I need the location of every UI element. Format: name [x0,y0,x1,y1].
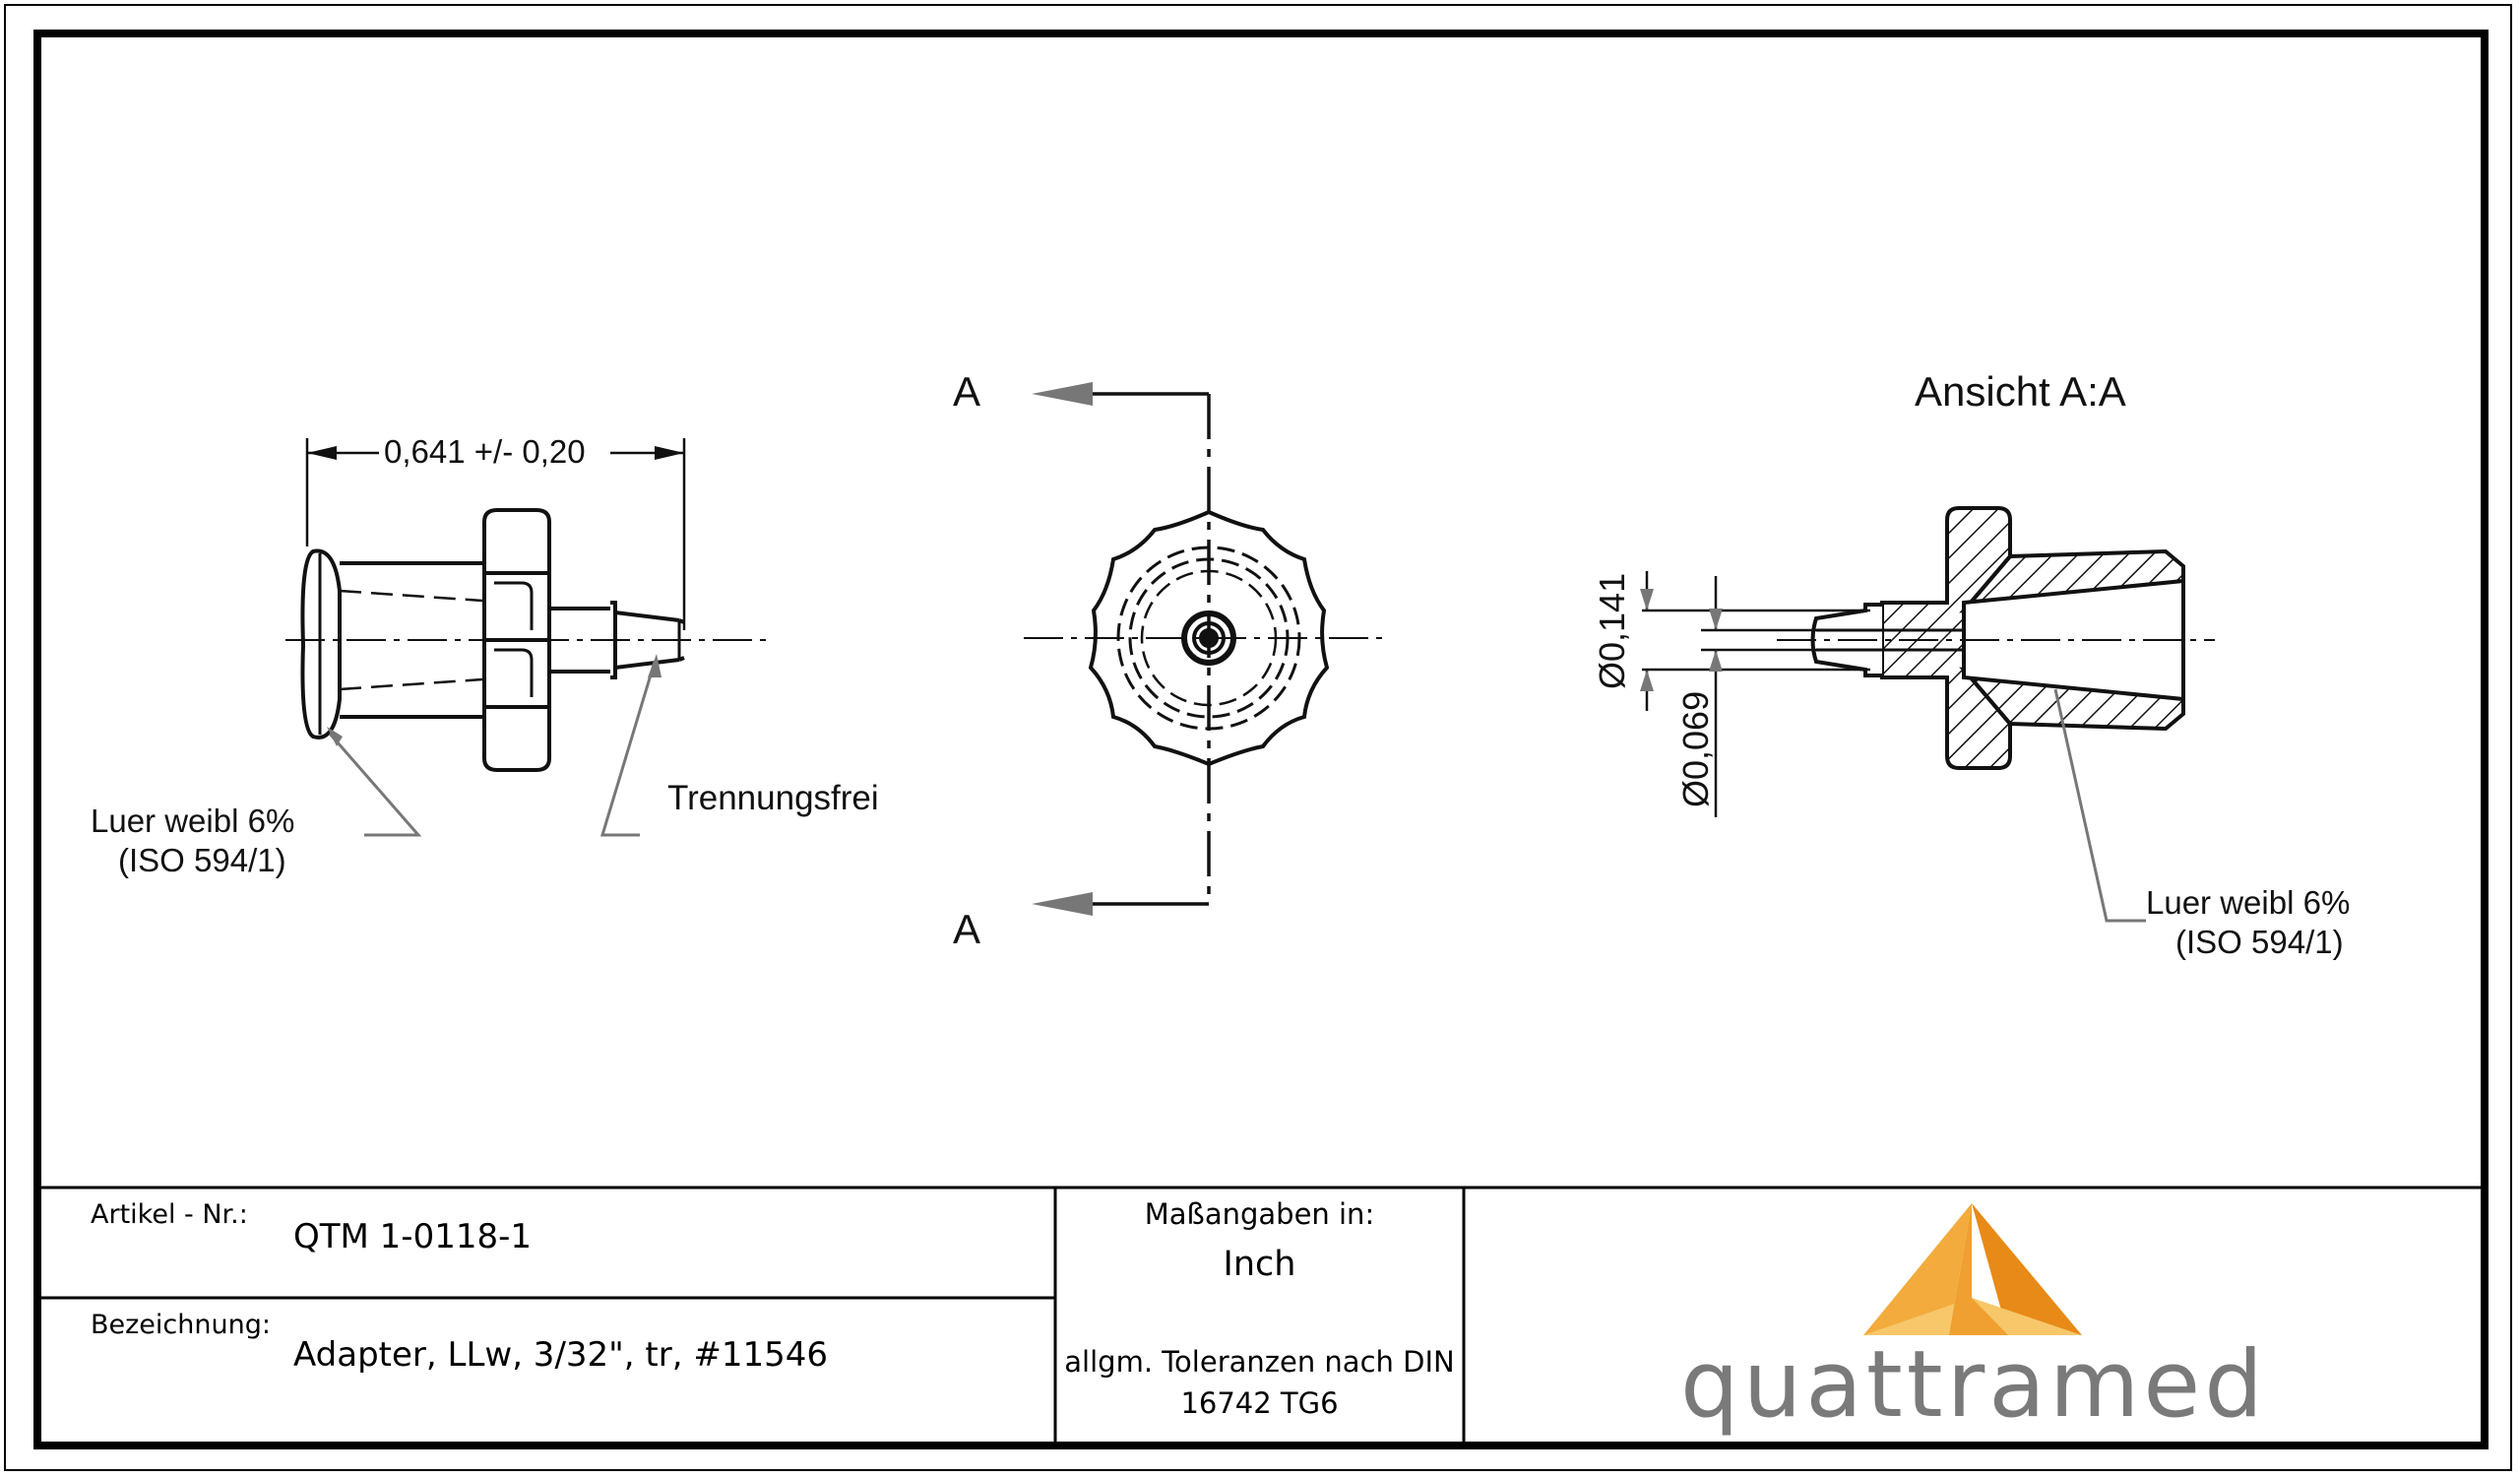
logo-wordmark: quattramed [1680,1331,2267,1439]
section-luer-note-line2: (ISO 594/1) [2175,924,2344,960]
diameter-inner-dimension: Ø0,069 [1675,691,1716,807]
length-dimension: 0,641 +/- 0,20 [384,433,586,470]
section-marker-top: A [953,368,980,415]
drawing-frame [33,30,2488,1449]
section-luer-note-line1: Luer weibl 6% [2146,884,2350,921]
luer-note-line1: Luer weibl 6% [91,803,294,839]
article-label: Artikel - Nr.: [91,1199,248,1230]
tolerance-line1: allgm. Toleranzen nach DIN [1064,1345,1455,1379]
luer-note-line2: (ISO 594/1) [118,842,286,878]
units-label: Maßangaben in: [1144,1197,1375,1231]
logo-triangle-center [1949,1203,2008,1335]
designation-label: Bezeichnung: [91,1310,271,1340]
outer-border [4,4,2512,1471]
front-view [1024,382,1388,916]
section-view [1640,506,2215,923]
title-block-grid [37,1186,2483,1444]
diameter-outer-dimension: Ø0,141 [1592,573,1632,689]
article-number: QTM 1-0118-1 [293,1217,533,1256]
quattramed-logo [1863,1203,2082,1335]
trennungsfrei-note: Trennungsfrei [667,779,879,817]
section-view-title: Ansicht A:A [1915,368,2126,415]
section-marker-bottom: A [953,906,980,952]
units-value: Inch [1223,1245,1296,1284]
logo-triangle-right [1972,1203,2082,1335]
designation-value: Adapter, LLw, 3/32", tr, #11546 [293,1335,828,1375]
side-view [285,438,773,837]
tolerance-line2: 16742 TG6 [1180,1386,1339,1420]
logo-triangle-left [1863,1203,1972,1335]
